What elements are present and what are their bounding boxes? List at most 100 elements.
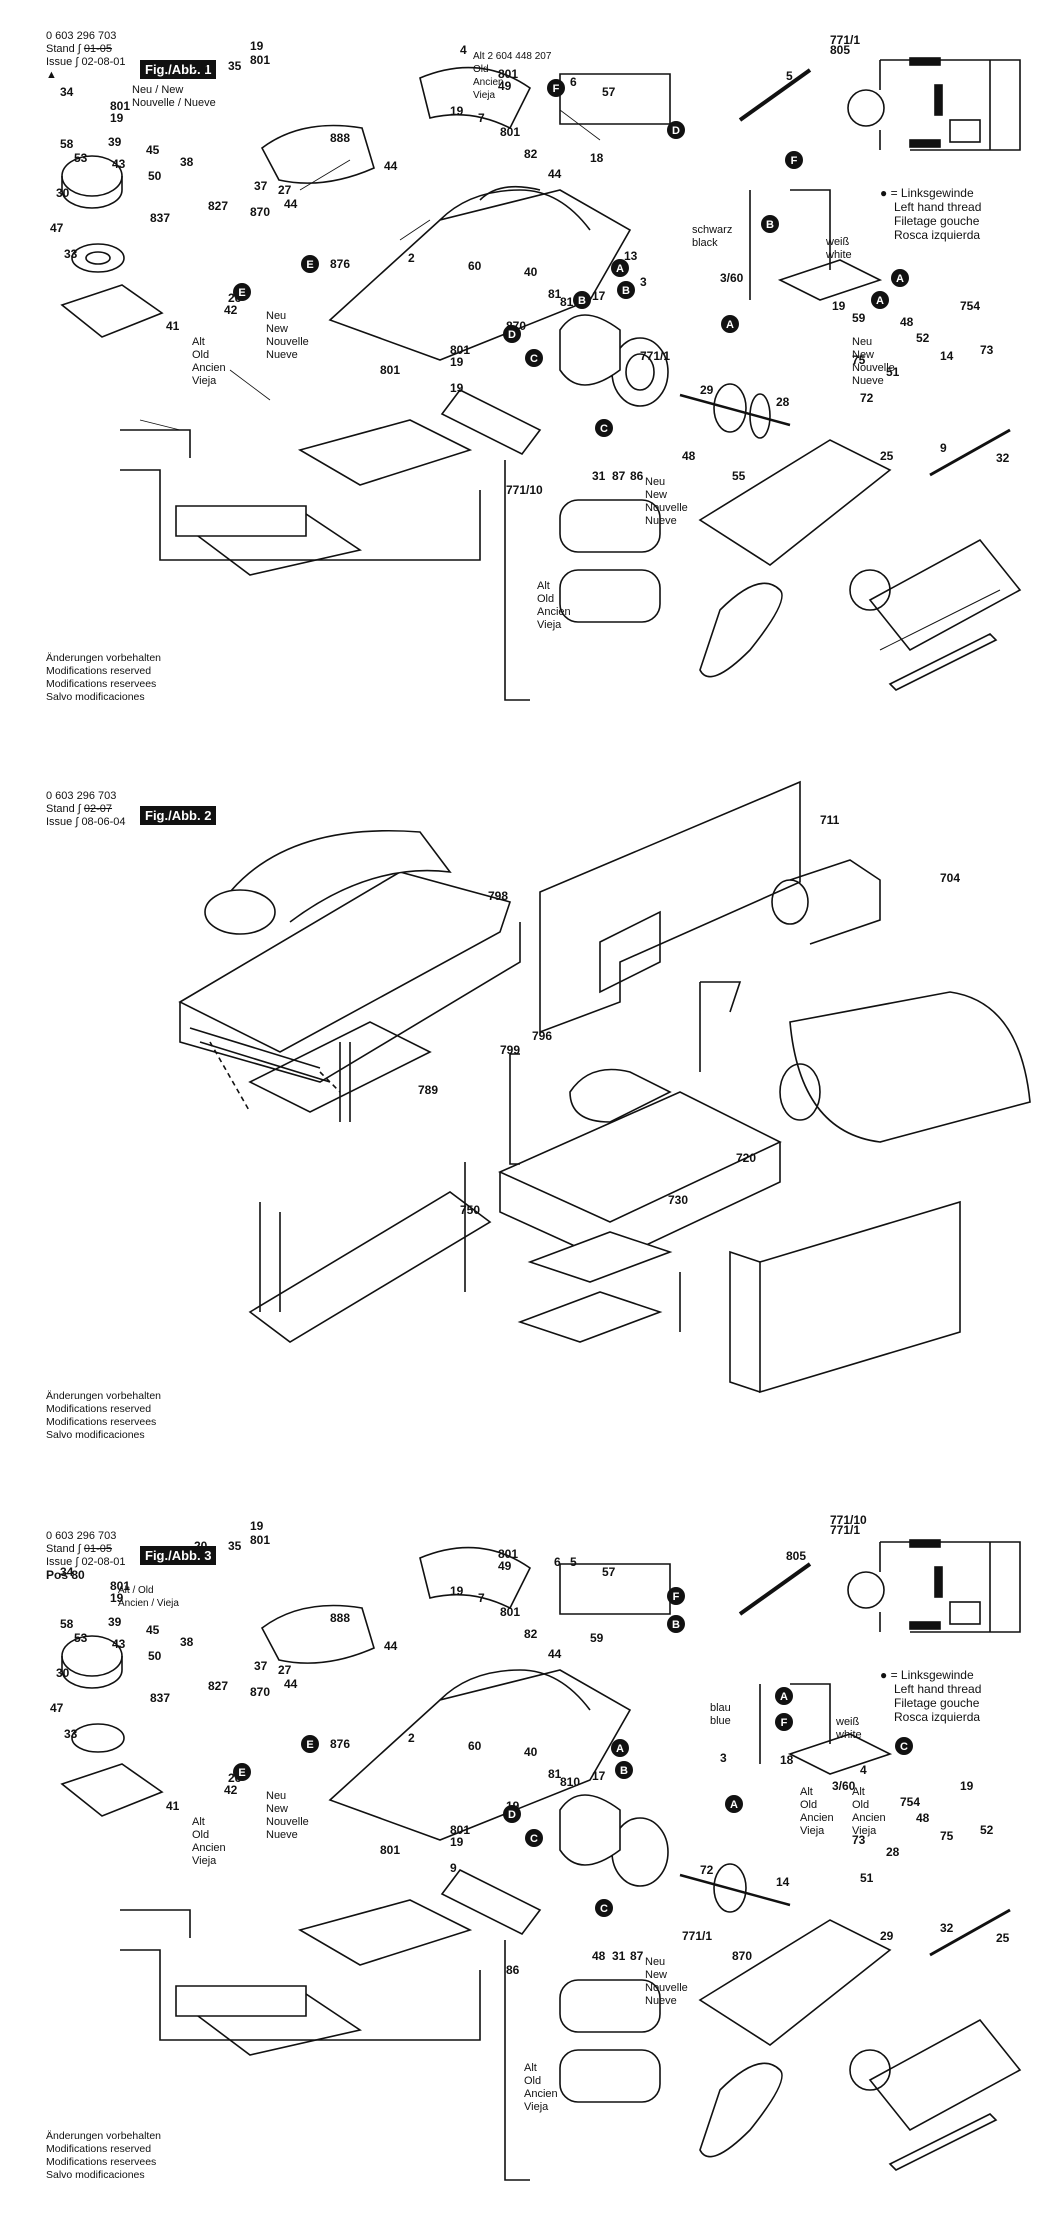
motor-new <box>559 1979 661 2033</box>
connection-marker <box>775 1713 793 1731</box>
motor-new <box>559 499 661 553</box>
connection-marker <box>667 121 685 139</box>
belt-31 <box>699 582 783 678</box>
connection-marker <box>547 79 565 97</box>
part-callout: 47 <box>50 1701 64 1715</box>
part-callout: 44 <box>548 167 562 181</box>
connection-marker-letter: F <box>673 1591 680 1603</box>
cover-801 <box>419 1546 532 1610</box>
part-callout: 33 <box>64 247 78 261</box>
part-callout: 51 <box>860 1871 874 1885</box>
part-callout: 18 <box>780 1753 794 1767</box>
cord-6 <box>738 68 812 122</box>
part-callout: 45 <box>146 143 160 157</box>
part-callout: 888 <box>330 131 350 145</box>
fence-789 <box>248 1021 432 1113</box>
note-alt-837: Alt Old Ancien Vieja <box>192 336 226 387</box>
legend-line-3: Filetage gouche <box>894 214 980 228</box>
part-callout: 82 <box>524 1627 538 1641</box>
part-callout: 801 <box>250 53 270 67</box>
part-callout: 870 <box>250 205 270 219</box>
connection-marker-letter: F <box>791 155 798 167</box>
nut-30 <box>71 243 125 273</box>
handle-35 <box>260 1604 375 1664</box>
connection-marker-letter: F <box>553 83 560 95</box>
part-callout: 50 <box>148 169 162 183</box>
part-callout: 33 <box>64 1727 78 1741</box>
bracket-801 <box>175 1985 307 2017</box>
planer-body <box>178 871 512 1053</box>
part-callout: 876 <box>330 257 350 271</box>
part-callout: 4 <box>860 1763 867 1777</box>
part-callout: 837 <box>150 1691 170 1705</box>
motor-old <box>559 2049 661 2103</box>
part-callout: 39 <box>108 135 122 149</box>
pos-note-detail: Alt / Old Ancien / Vieja <box>118 1585 179 1609</box>
figure-3-header: 0 603 296 703 Stand ∫ 01-05 Issue ∫ 02-0… <box>46 1530 126 1582</box>
part-callout: 52 <box>980 1823 994 1837</box>
figure-1-header: 0 603 296 703 Stand ∫ 01-05 Issue ∫ 02-0… <box>46 30 126 81</box>
switch-lever-57 <box>559 1563 671 1615</box>
part-callout: 2 <box>408 1731 415 1745</box>
gear-housing-25 <box>698 1919 892 2046</box>
motor-old <box>559 569 661 623</box>
connection-marker <box>233 1763 251 1781</box>
part-callout: 3 <box>640 275 647 289</box>
connection-marker-letter: E <box>306 1739 313 1751</box>
legend-line-4: Rosca izquierda <box>894 1710 981 1724</box>
planer-knob <box>204 889 276 935</box>
connection-marker-letter: B <box>578 295 586 307</box>
part-callout: 25 <box>880 449 894 463</box>
part-callout: 30 <box>56 1666 70 1680</box>
planer-handle <box>229 829 452 923</box>
note-old-16: Alt Old Ancien Vieja <box>800 1786 834 1837</box>
part-callout: 44 <box>384 1639 398 1653</box>
connection-marker-letter: B <box>622 285 630 297</box>
new-note-mark: ▲ <box>46 69 57 81</box>
part-callout: 34 <box>60 1565 74 1579</box>
connection-marker <box>573 291 591 309</box>
note-new-870: Neu New Nouvelle Nueve <box>266 310 309 361</box>
connection-marker-letter: D <box>672 125 680 137</box>
figure-3-footnote: Änderungen vorbehalten Modifications res… <box>46 2130 162 2181</box>
part-callout: 17 <box>592 1769 606 1783</box>
legend-line-1: ● = Linksgewinde <box>880 186 974 200</box>
part-callout: 32 <box>996 451 1010 465</box>
part-callout: 19 <box>250 1519 264 1533</box>
part-callout: 19 <box>250 39 264 53</box>
part-callout: 711 <box>820 813 840 827</box>
knob-base-33 <box>60 284 164 338</box>
connection-marker <box>775 1687 793 1705</box>
issue-value: 02-08-01 <box>81 56 126 68</box>
part-callout: 801 <box>250 1533 270 1547</box>
connection-marker <box>595 1899 613 1917</box>
note-new-870: Neu New Nouvelle Nueve <box>266 1790 309 1841</box>
stand-label: Stand <box>46 1543 75 1555</box>
part-callout: 5 <box>786 69 793 83</box>
bracket-870 <box>504 460 530 701</box>
connection-marker <box>595 419 613 437</box>
part-callout: 72 <box>700 1863 714 1877</box>
handle-35 <box>260 124 375 184</box>
part-callout: 18 <box>590 151 604 165</box>
connection-marker <box>895 1737 913 1755</box>
parallel-guide-798 <box>539 780 801 1034</box>
part-callout: 771/10 <box>506 483 543 497</box>
part-callout: 42 <box>224 303 238 317</box>
note-old-motor: Alt Old Ancien Vieja <box>537 580 571 631</box>
part-callout: 5 <box>570 1555 577 1569</box>
note-old-80: Alt Old Ancien Vieja <box>852 1786 886 1837</box>
part-callout: 9 <box>450 1861 457 1875</box>
part-callout: 19 <box>110 111 124 125</box>
connection-marker-letter: A <box>876 295 884 307</box>
pos-note: Pos 80 <box>46 1568 85 1582</box>
stand-label: Stand <box>46 803 75 815</box>
switch-80 <box>787 1733 893 1775</box>
connection-marker <box>761 215 779 233</box>
part-callout: 19 <box>450 1835 464 1849</box>
part-callout: 870 <box>250 1685 270 1699</box>
connection-marker <box>721 315 739 333</box>
part-callout: 50 <box>148 1649 162 1663</box>
connection-marker <box>525 1829 543 1847</box>
part-callout: 27 <box>278 1663 292 1677</box>
